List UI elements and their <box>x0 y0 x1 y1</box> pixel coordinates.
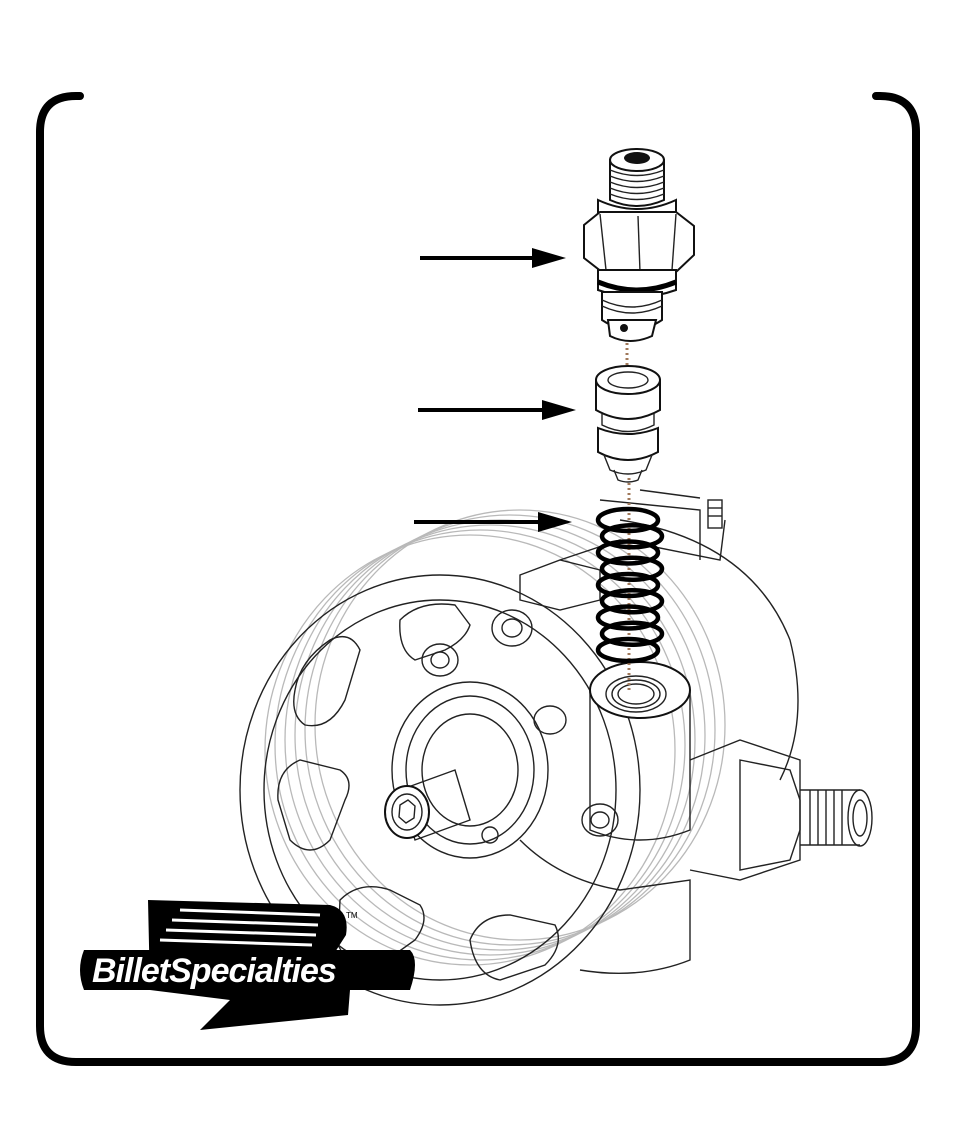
valve-piston <box>596 366 660 482</box>
billet-specialties-logo: BilletSpecialties TM <box>80 900 415 1030</box>
arrow-fitting <box>420 248 566 268</box>
side-fitting-threads <box>800 790 872 846</box>
logo-wordmark: BilletSpecialties <box>92 952 336 990</box>
arrow-piston <box>418 400 576 420</box>
pump-shaft-hub <box>385 682 548 858</box>
logo-trademark: TM <box>346 911 358 920</box>
fitting <box>584 149 694 341</box>
